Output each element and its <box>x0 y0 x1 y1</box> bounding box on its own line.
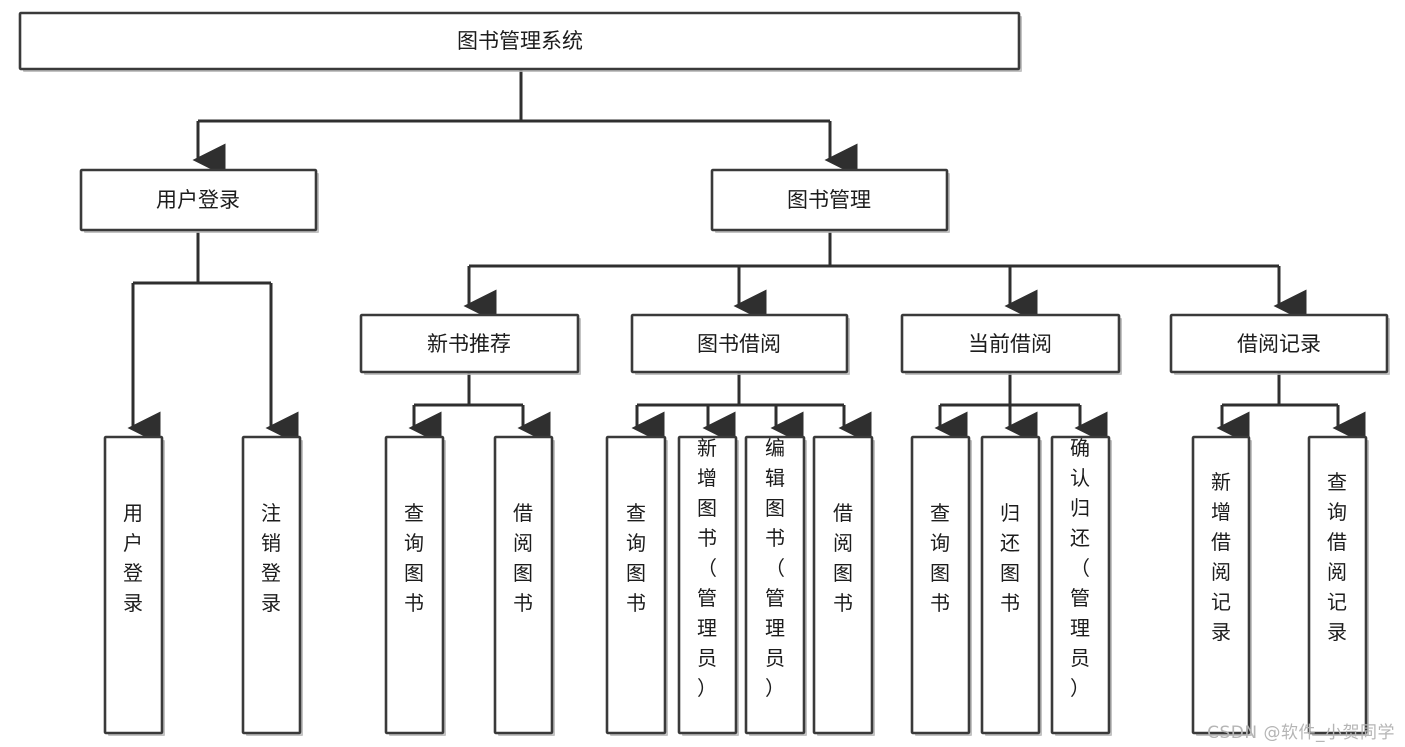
csdn-watermark: CSDN @软件_小贺同学 <box>1207 723 1395 743</box>
node-leaf-12[interactable]: 新增借阅记录 <box>1191 435 1252 736</box>
node-leaf-4[interactable]: 借阅图书 <box>493 435 555 736</box>
node-leaf-9-box[interactable] <box>910 435 971 735</box>
node-leaf-5-box[interactable] <box>605 435 667 735</box>
node-leaf-6-label: 新增图书（管理员） <box>697 436 717 700</box>
node-leaf-12-box[interactable] <box>1191 435 1251 735</box>
node-leaf-13-label: 查询借阅记录 <box>1327 470 1347 644</box>
node-root-box[interactable] <box>18 11 1021 71</box>
node-leaf-2[interactable]: 注销登录 <box>241 435 303 736</box>
node-leaf-7-box[interactable] <box>744 435 806 735</box>
node-leaf-13[interactable]: 查询借阅记录 <box>1307 435 1369 736</box>
node-records-label: 借阅记录 <box>1237 332 1321 356</box>
node-root-label: 图书管理系统 <box>457 29 583 53</box>
node-current-box[interactable] <box>900 313 1121 374</box>
node-leaf-10-label: 归还图书 <box>1000 501 1020 615</box>
connector-group-current <box>934 373 1108 445</box>
node-leaf-7-label: 编辑图书（管理员） <box>765 436 785 700</box>
node-borrow[interactable]: 图书借阅 <box>630 313 850 375</box>
node-leaf-12-label: 新增借阅记录 <box>1211 470 1231 644</box>
node-newbook-label: 新书推荐 <box>427 332 511 356</box>
node-leaf-4-box[interactable] <box>493 435 554 735</box>
connector-group-login <box>127 232 299 445</box>
node-leaf-1-box[interactable] <box>103 435 164 735</box>
node-leaf-11-label: 确认归还（管理员） <box>1070 436 1090 700</box>
node-records[interactable]: 借阅记录 <box>1169 313 1390 375</box>
node-leaf-1-label: 用户登录 <box>123 501 143 615</box>
node-leaf-9[interactable]: 查询图书 <box>910 435 972 736</box>
node-leaf-11-box[interactable] <box>1050 435 1111 735</box>
node-leaf-8[interactable]: 借阅图书 <box>812 435 875 736</box>
node-leaf-4-label: 借阅图书 <box>513 501 533 615</box>
node-leaf-10[interactable]: 归还图书 <box>980 435 1042 736</box>
node-leaf-8-label: 借阅图书 <box>833 501 853 615</box>
node-leaf-3-label: 查询图书 <box>404 501 424 615</box>
node-leaf-1[interactable]: 用户登录 <box>103 435 165 736</box>
connector-group-bookmgmt <box>463 232 1307 323</box>
node-leaf-5-label: 查询图书 <box>626 501 646 615</box>
node-leaf-2-box[interactable] <box>241 435 302 735</box>
node-leaf-5[interactable]: 查询图书 <box>605 435 668 736</box>
node-newbook-box[interactable] <box>359 313 580 374</box>
node-login-box[interactable] <box>79 168 318 232</box>
node-bookmgmt-box[interactable] <box>710 168 949 232</box>
leaf-nodes: 用户登录 注销登录 查询图书 借阅图书 查询图书 <box>103 435 1369 736</box>
node-leaf-13-box[interactable] <box>1307 435 1368 735</box>
node-leaf-6-box[interactable] <box>677 435 738 735</box>
node-leaf-6[interactable]: 新增图书（管理员） <box>677 435 739 736</box>
node-current[interactable]: 当前借阅 <box>900 313 1122 375</box>
node-leaf-10-box[interactable] <box>980 435 1041 735</box>
node-leaf-8-box[interactable] <box>812 435 874 735</box>
node-bookmgmt[interactable]: 图书管理 <box>710 168 950 233</box>
node-borrow-box[interactable] <box>630 313 849 374</box>
node-login-label: 用户登录 <box>156 188 240 212</box>
connector-group-newbook <box>408 373 551 445</box>
node-records-box[interactable] <box>1169 313 1389 374</box>
node-newbook[interactable]: 新书推荐 <box>359 313 581 375</box>
node-leaf-7[interactable]: 编辑图书（管理员） <box>744 435 807 736</box>
connector-group-records <box>1216 373 1366 445</box>
node-leaf-9-label: 查询图书 <box>930 501 950 615</box>
node-leaf-3[interactable]: 查询图书 <box>384 435 446 736</box>
node-current-label: 当前借阅 <box>968 332 1052 356</box>
connector-group-borrow <box>631 373 872 445</box>
connector-group-root <box>192 69 858 177</box>
node-leaf-3-box[interactable] <box>384 435 445 735</box>
node-leaf-11[interactable]: 确认归还（管理员） <box>1050 435 1112 736</box>
node-login[interactable]: 用户登录 <box>79 168 319 233</box>
node-root[interactable]: 图书管理系统 <box>18 11 1022 72</box>
node-leaf-2-label: 注销登录 <box>261 501 281 615</box>
node-bookmgmt-label: 图书管理 <box>787 188 871 212</box>
node-borrow-label: 图书借阅 <box>697 332 781 356</box>
